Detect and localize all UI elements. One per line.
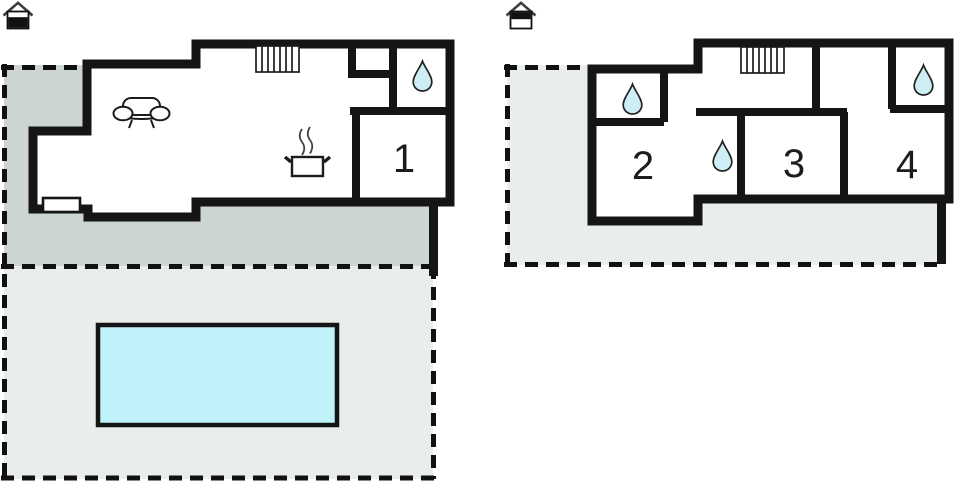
cooking-pot-icon <box>283 126 332 178</box>
window <box>41 196 82 214</box>
terrace-edge-bar <box>937 203 946 264</box>
stairs-icon <box>740 46 785 74</box>
swimming-pool <box>95 322 340 428</box>
water-drop-icon <box>712 138 733 172</box>
room-1-label: 1 <box>393 137 415 181</box>
house-upper-floor-icon <box>505 1 537 30</box>
room-3-label: 3 <box>783 142 805 186</box>
house-outline <box>28 39 455 222</box>
room-2-label: 2 <box>632 144 654 188</box>
stairs-icon <box>255 45 300 73</box>
sofa-icon <box>112 97 171 129</box>
interior-walls <box>348 44 452 203</box>
plot-boundary-dashed <box>1 64 436 481</box>
room-4-label: 4 <box>896 143 918 187</box>
first-floor-plan: 2 3 4 <box>504 1 954 267</box>
water-drop-icon <box>913 62 934 96</box>
house-outline <box>587 38 954 226</box>
house-lower-floor-icon <box>2 1 34 30</box>
interior-walls <box>590 43 951 200</box>
ground-floor-plan: 1 <box>1 1 455 481</box>
plot-boundary-dashed <box>504 64 941 267</box>
water-drop-icon <box>412 58 433 92</box>
terrace-edge-bar <box>429 203 438 276</box>
water-drop-icon <box>622 81 643 115</box>
